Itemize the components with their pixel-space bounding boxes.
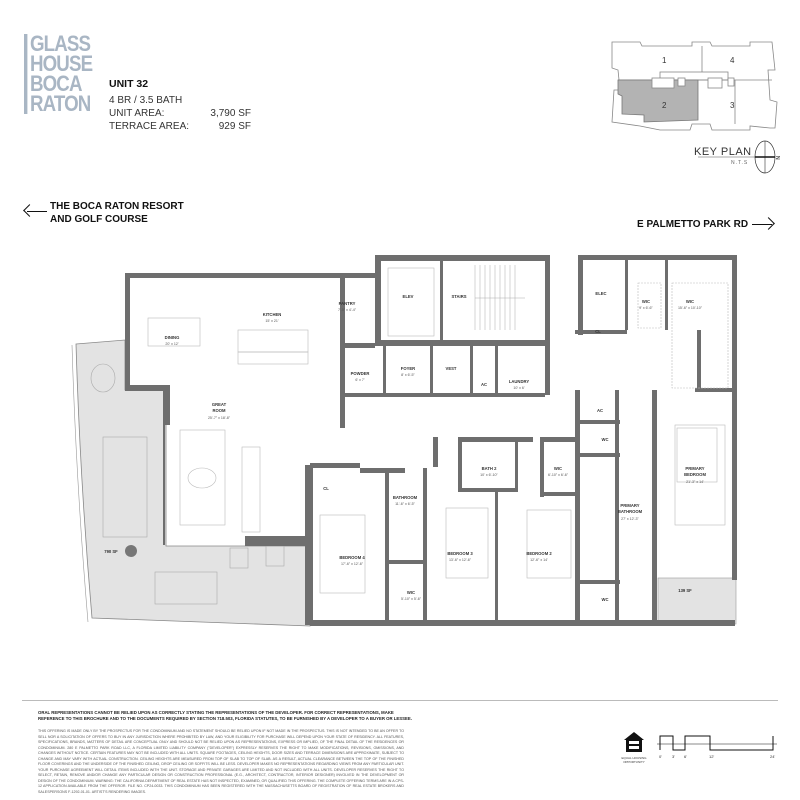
logo-line: HOUSE (29, 51, 93, 76)
room-laundry: LAUNDRY (509, 379, 530, 384)
key-plan-unit-2: 2 (662, 101, 667, 110)
room-ac: AC (481, 382, 487, 387)
room-elev: ELEV (403, 294, 414, 299)
scale-tick: 3' (672, 754, 675, 759)
room-wic: WIC (686, 299, 694, 304)
room-wic: WIC (554, 466, 562, 471)
room-size: 15' x 21' (265, 319, 278, 323)
terrace-small-area: 139 SF (678, 588, 692, 593)
disclaimer-bold: ORAL REPRESENTATIONS CANNOT BE RELIED UP… (38, 710, 412, 721)
scale-tick: 24' (770, 754, 775, 759)
key-plan-unit-1: 1 (662, 56, 667, 65)
room-size: 21'-3" x 14' (686, 480, 704, 484)
room-size: 15'-6" x 10'-10" (678, 306, 703, 310)
room-size: 6'-10" x 6'-6" (548, 473, 569, 477)
unit-title: UNIT 32 (109, 78, 149, 90)
scale-tick: 0' (659, 754, 662, 759)
room-vest: VEST (446, 366, 457, 371)
room-size: 10' x 6' (513, 386, 524, 390)
room-size: 6' x 7' (355, 378, 364, 382)
room-size: 27' x 12'-3" (621, 517, 639, 521)
room-size: 5'-10" x 5'-6" (401, 597, 422, 601)
logo-line: RATON (29, 91, 91, 116)
key-plan: 1 4 2 3 N (611, 41, 780, 174)
room-size: 17'-6" x 12'-6" (341, 562, 364, 566)
room-size: 8' x 6'-5" (401, 373, 415, 377)
room-dining: DINING (165, 335, 180, 340)
room-foyer: FOYER (401, 366, 415, 371)
room-great-room: GREAT (212, 402, 227, 407)
room-kitchen: KITCHEN (263, 312, 282, 317)
room-bedroom-2: BEDROOM 2 (526, 551, 552, 556)
room-cl: CL (595, 329, 601, 334)
room-primary-bathroom-line2: BATHROOM (618, 509, 643, 514)
room-powder: POWDER (351, 371, 370, 376)
room-wic: WIC (642, 299, 650, 304)
key-plan-unit-3: 3 (730, 101, 735, 110)
room-size: 9' x 6'-6" (639, 306, 653, 310)
room-size: 20' x 12' (165, 342, 178, 346)
room-bath-2: BATH 2 (482, 466, 497, 471)
equal-housing-icon (624, 732, 644, 752)
scale-bar: 0' 3' 6' 12' 24' (657, 735, 777, 759)
terrace-main-area: 790 SF (104, 549, 118, 554)
room-primary-bedroom-line2: BEDROOM (684, 472, 706, 477)
room-size: 13'-6" x 12'-6" (449, 558, 472, 562)
equal-housing-text: EQUAL HOUSING OPPORTUNITY (621, 756, 647, 764)
key-plan-highlight-unit-2 (617, 79, 699, 123)
svg-text:N: N (774, 156, 780, 160)
terrace-area-label: TERRACE AREA: (109, 121, 190, 132)
unit-area-label: UNIT AREA: (109, 108, 165, 119)
room-stairs: STAIRS (451, 294, 466, 299)
room-great-room-line2: ROOM (212, 408, 226, 413)
direction-resort-line2: AND GOLF COURSE (50, 214, 148, 225)
room-wc: WC (602, 597, 609, 602)
scale-tick: 12' (709, 754, 714, 759)
logo-line: BOCA (29, 71, 83, 96)
divider (22, 700, 778, 701)
direction-palmetto: E PALMETTO PARK RD (637, 219, 749, 230)
logo-line: GLASS (29, 31, 91, 56)
room-bedroom-3: BEDROOM 3 (447, 551, 473, 556)
room-pantry: PANTRY (339, 301, 356, 306)
room-ac: AC (597, 408, 603, 413)
direction-resort: THE BOCA RATON RESORT AND GOLF COURSE (50, 200, 184, 226)
room-size: 11'-6" x 6'-5" (395, 502, 416, 506)
room-cl: CL (323, 486, 329, 491)
floor-plan: DINING KITCHEN PANTRY POWDER GREAT ROOM … (71, 255, 737, 627)
key-plan-unit-4: 4 (730, 56, 735, 65)
terrace-area-value: 929 SF (218, 121, 251, 132)
logo: GLASS HOUSE BOCA RATON (24, 31, 93, 116)
north-arrow-icon: N (754, 140, 780, 174)
beds-baths: 4 BR / 3.5 BATH (109, 95, 183, 106)
terrace-small (657, 577, 737, 625)
room-wic: WIC (407, 590, 415, 595)
unit-area-value: 3,790 SF (210, 108, 251, 119)
room-primary-bedroom: PRIMARY (685, 466, 704, 471)
disclaimer-body: THIS OFFERING IS MADE ONLY BY THE PROSPE… (38, 729, 404, 794)
room-elec: ELEC (595, 291, 606, 296)
right-arrow-icon (752, 224, 772, 225)
direction-resort-line1: THE BOCA RATON RESORT (50, 201, 184, 212)
key-plan-label: KEY PLAN (694, 146, 752, 158)
key-plan-scale-note: N.T.S (731, 160, 749, 166)
room-size: 25'-7" x 18'-8" (208, 416, 231, 420)
scale-tick: 6' (684, 754, 687, 759)
unit-info: UNIT 32 4 BR / 3.5 BATH UNIT AREA: 3,790 … (109, 78, 251, 133)
left-arrow-icon (27, 211, 47, 212)
room-size: 12'-6" x 14' (530, 558, 548, 562)
room-bedroom-4: BEDROOM 4 (339, 555, 365, 560)
room-primary-bathroom: PRIMARY (620, 503, 639, 508)
walls (125, 255, 737, 626)
room-bathroom: BATHROOM (393, 495, 418, 500)
room-size: 10' x 6'-10" (480, 473, 498, 477)
room-size: 7'-5" x 4'-4" (338, 308, 357, 312)
room-wc: WC (602, 437, 609, 442)
